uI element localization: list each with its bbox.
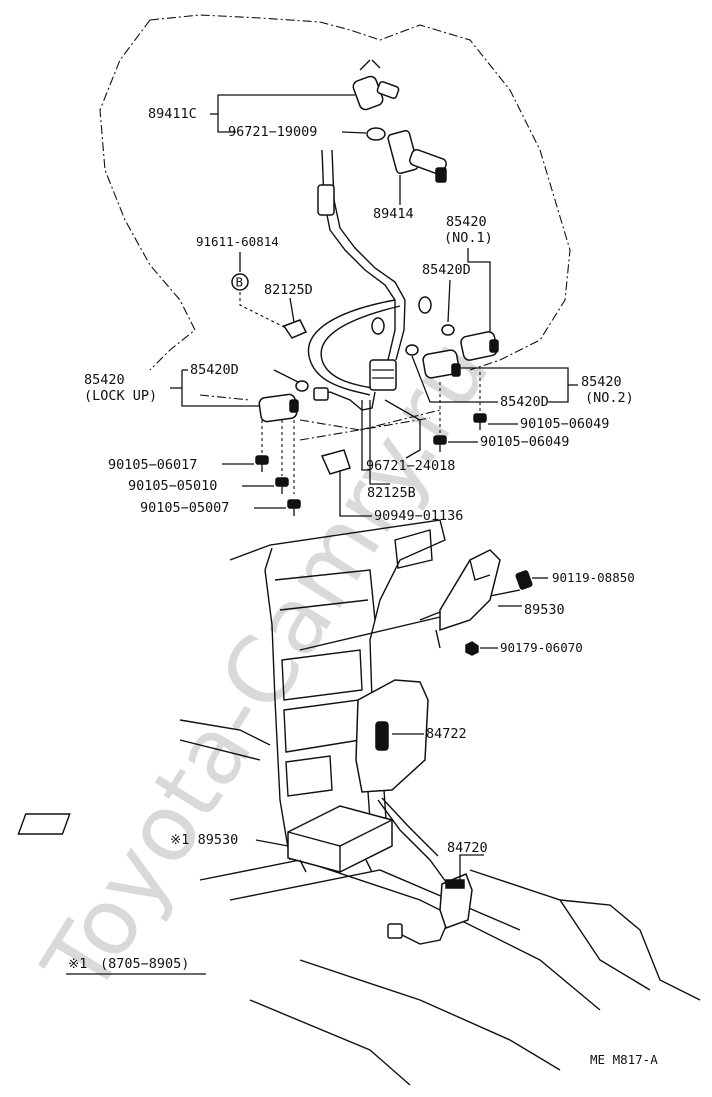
label-85420-no1-sub: (NO.1)	[444, 230, 493, 246]
footnote-range: (8705−8905)	[100, 956, 189, 972]
nut-90179-06070	[465, 641, 479, 656]
solenoid-lockup-drawing	[258, 393, 299, 423]
label-85420D-b: 85420D	[190, 362, 239, 378]
label-96721-24018: 96721−24018	[366, 458, 455, 474]
label-90179-06070: 90179-06070	[500, 640, 583, 655]
label-84722: 84722	[426, 726, 467, 742]
label-85420-lockup-sub: (LOCK UP)	[84, 388, 157, 404]
label-89530-star: ※1 89530	[170, 832, 238, 848]
clamp-82125D-drawing	[282, 319, 308, 339]
label-91611-60814: 91611-60814	[196, 234, 279, 249]
label-85420-no1: 85420	[446, 214, 487, 230]
label-90105-05010: 90105−05010	[128, 478, 217, 494]
bolt-90105-06017	[255, 455, 269, 472]
part-89411C-drawing	[352, 59, 400, 111]
solenoid-no2-drawing	[422, 349, 461, 379]
label-90119-08850: 90119-08850	[552, 570, 635, 585]
label-89414: 89414	[373, 206, 414, 222]
bolt-90119-08850	[515, 570, 533, 590]
label-90949-01136: 90949−01136	[374, 508, 463, 524]
label-90105-06017: 90105−06017	[108, 457, 197, 473]
label-82125B: 82125B	[367, 485, 416, 501]
marker-B-text: B	[236, 275, 244, 290]
solenoid-no1-drawing	[460, 331, 499, 361]
label-84720: 84720	[447, 840, 488, 856]
switch-84720-drawing	[439, 873, 473, 929]
label-82125D: 82125D	[264, 282, 313, 298]
diagram-code: ME M817-A	[590, 1052, 658, 1067]
bolt-90105-05010	[275, 477, 289, 494]
bolt-90105-06049-b	[433, 435, 447, 452]
label-96721-19009: 96721−19009	[228, 124, 317, 140]
label-85420D-c: 85420D	[500, 394, 549, 410]
label-85420-no2-sub: (NO.2)	[585, 390, 634, 406]
harness-grommet	[317, 184, 335, 216]
bolt-marker-B	[231, 273, 249, 291]
part-89414-drawing	[387, 129, 447, 183]
ecu-bracket-89530-drawing	[435, 549, 501, 649]
bracket-90949-01136-drawing	[320, 449, 351, 475]
label-90105-05007: 90105−05007	[140, 500, 229, 516]
shift-lever-84722-drawing	[355, 679, 429, 821]
label-85420D-a: 85420D	[422, 262, 471, 278]
footnote-marker: ※1	[68, 956, 87, 972]
label-85420-no2: 85420	[581, 374, 622, 390]
bolt-90105-05007	[287, 499, 301, 516]
label-89411C: 89411C	[148, 106, 197, 122]
transmission-case-outline	[99, 14, 571, 371]
bolt-90105-06049-a	[473, 413, 487, 430]
label-90105-06049-a: 90105−06049	[520, 416, 609, 432]
label-90105-06049-b: 90105−06049	[480, 434, 569, 450]
main-connector	[369, 359, 397, 391]
label-85420-lockup: 85420	[84, 372, 125, 388]
switch-connector	[387, 923, 403, 939]
label-89530: 89530	[524, 602, 565, 618]
ecu-89530-star-drawing	[17, 805, 393, 873]
o-ring-96721-19009	[366, 127, 386, 141]
